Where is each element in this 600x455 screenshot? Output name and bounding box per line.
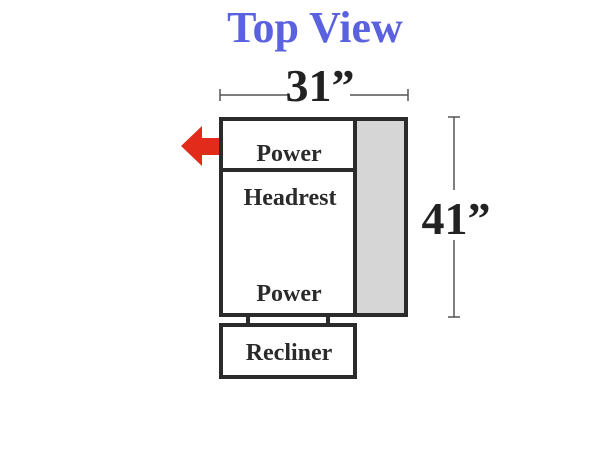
left-arrow-icon [181,126,222,166]
chair-seat [219,117,357,317]
power-bottom-label: Power [256,281,322,307]
depth-dimension: 41” [415,116,495,318]
diagram-title: Top View [227,3,403,52]
chair-arm [353,117,408,317]
depth-label-mask [415,190,495,240]
connector-right [326,315,330,326]
width-label: 31” [286,60,355,111]
headrest-label: Headrest [244,185,337,211]
connector-left [246,315,250,326]
width-dimension: 31” [219,60,409,111]
power-top-label: Power [256,141,322,167]
recliner-footrest [219,323,357,379]
depth-label: 41” [422,193,491,244]
recliner-label: Recliner [246,340,333,366]
